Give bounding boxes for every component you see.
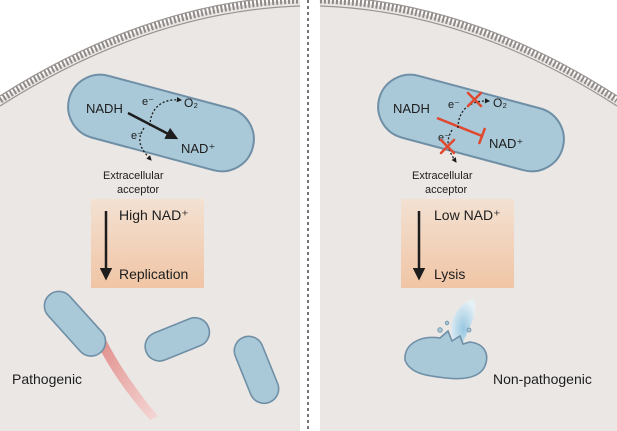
right-caption: Non-pathogenic — [493, 371, 592, 387]
left-nadh-label: NADH — [86, 101, 123, 116]
left-oxygen-electron-path — [149, 97, 183, 127]
left-acceptor-line2: acceptor — [117, 184, 160, 196]
right-oxygen-electron-path — [457, 98, 491, 129]
right-lysing-bacterium — [404, 329, 488, 380]
right-acceptor-line1: Extracellular — [412, 170, 473, 182]
right-electron-top-label: e⁻ — [448, 99, 460, 111]
left-panel: NADH e⁻ O₂ e⁻ NAD⁺ Extracellular accepto… — [0, 0, 301, 431]
left-o2-label: O₂ — [184, 96, 198, 110]
right-spray-plume — [451, 299, 476, 348]
right-nadh-label: NADH — [393, 101, 430, 116]
left-electron-bottom-label: e⁻ — [131, 130, 143, 142]
left-flagellated-bacterium — [43, 290, 107, 357]
left-acceptor-line1: Extracellular — [103, 170, 164, 182]
left-bacterium — [67, 73, 255, 173]
right-inhibition-bar — [477, 127, 487, 145]
right-acceptor-line2: acceptor — [425, 184, 468, 196]
left-acceptor-electron-path — [139, 127, 152, 161]
left-nadh-to-nad-arrow — [127, 111, 179, 140]
right-oxygen-block-x-icon — [466, 91, 483, 108]
right-o2-label: O₂ — [493, 96, 507, 110]
left-flagellum — [95, 336, 158, 420]
right-nad-label: NAD⁺ — [489, 136, 523, 151]
left-bacterium-right — [233, 335, 280, 405]
right-panel: NADH e⁻ O₂ e⁻ NAD⁺ Extracellular accepto… — [319, 0, 617, 431]
right-bacterium — [377, 73, 565, 173]
left-box-top-label: High NAD⁺ — [119, 207, 189, 223]
right-box-top-label: Low NAD⁺ — [434, 207, 501, 223]
right-membrane — [319, 0, 617, 103]
left-caption: Pathogenic — [12, 371, 82, 387]
left-electron-top-label: e⁻ — [142, 96, 154, 108]
right-acceptor-block-x-icon — [439, 138, 456, 155]
right-inhibition-line — [436, 116, 483, 138]
left-nad-label: NAD⁺ — [181, 141, 215, 156]
left-membrane — [0, 0, 301, 103]
left-bacterium-middle — [144, 316, 211, 362]
left-box-bottom-label: Replication — [119, 266, 188, 282]
right-box-bottom-label: Lysis — [434, 266, 465, 282]
